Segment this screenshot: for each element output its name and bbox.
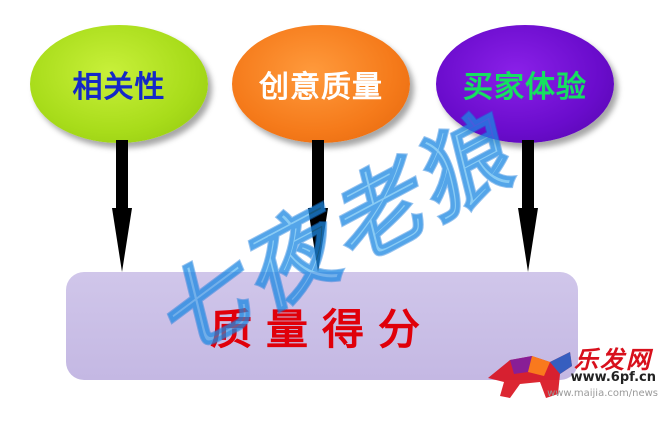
node-creative-quality-label: 创意质量 bbox=[259, 70, 383, 105]
node-creative-quality: 创意质量 bbox=[232, 25, 410, 143]
arrow-relevance-to-score bbox=[112, 140, 132, 272]
arrows bbox=[112, 140, 538, 272]
node-quality-score: 质量得分 bbox=[66, 272, 578, 380]
node-relevance-label: 相关性 bbox=[72, 70, 166, 105]
brand-url: www.6pf.cn bbox=[570, 370, 656, 385]
brand-url-secondary: www.maijia.com/news bbox=[547, 388, 658, 399]
arrow-buyer-to-score bbox=[518, 140, 538, 272]
bull-logo-icon bbox=[488, 352, 572, 398]
node-buyer-experience-label: 买家体验 bbox=[463, 70, 587, 105]
node-buyer-experience: 买家体验 bbox=[436, 25, 614, 143]
node-relevance: 相关性 bbox=[30, 25, 208, 143]
node-quality-score-label: 质量得分 bbox=[209, 304, 434, 354]
arrow-creative-to-score bbox=[308, 140, 328, 272]
brand-name: 乐发网 bbox=[574, 345, 652, 374]
